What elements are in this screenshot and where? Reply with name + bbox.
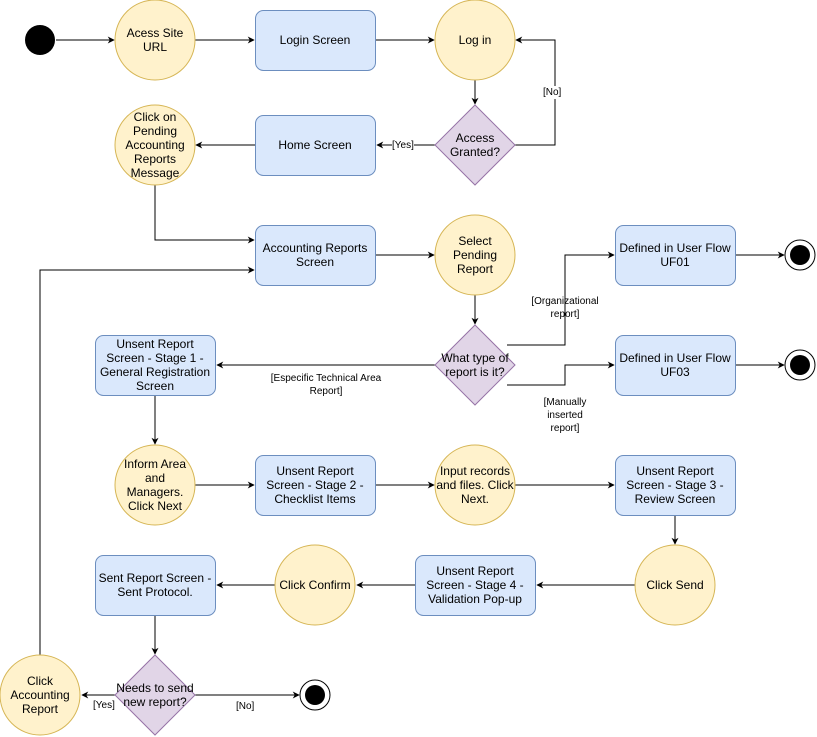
inform-area-label: Inform Area and Managers. Click Next (123, 457, 187, 513)
action-nodes (0, 0, 716, 736)
edge-label-no-access: [No] (543, 86, 562, 99)
edge-label-yes-new: [Yes] (93, 700, 115, 711)
unsent-stage1-label: Unsent Report Screen - Stage 1 - General… (99, 337, 211, 393)
accounting-reports-screen-box (255, 225, 376, 286)
needs-new-report-diamond (114, 654, 196, 736)
click-confirm-label: Click Confirm (279, 578, 351, 592)
home-screen-label: Home Screen (278, 138, 352, 152)
edge-report-type-to-uf03 (507, 361, 615, 386)
login-screen-box (255, 10, 376, 71)
end-node-no-new-report (299, 679, 331, 711)
edges (39, 36, 785, 699)
sent-report-screen-box (95, 555, 216, 616)
log-in-label: Log in (458, 33, 492, 47)
click-send-node (634, 544, 716, 626)
click-accounting-report-node (0, 654, 81, 736)
edge-report-type-to-uf01 (507, 251, 615, 346)
acess-site-url-node (114, 0, 196, 81)
unsent-stage2-label: Unsent Report Screen - Stage 2 - Checkli… (266, 464, 364, 506)
end-node-uf01 (784, 239, 816, 271)
acess-site-url-label: Acess Site URL (126, 26, 184, 54)
defined-uf01-label: Defined in User Flow UF01 (619, 241, 731, 269)
click-confirm-node (274, 544, 356, 626)
input-records-label: Input records and files. Click Next. (436, 464, 514, 506)
home-screen-box (255, 115, 376, 176)
click-pending-message-label: Click on Pending Accounting Reports Mess… (125, 110, 185, 180)
unsent-stage3-label: Unsent Report Screen - Stage 3 - Review … (626, 464, 724, 506)
select-pending-report-node (434, 214, 516, 296)
input-records-node (434, 444, 516, 526)
report-type-label: What type of report is it? (441, 351, 509, 379)
edge-label-organizational: [Organizational report] (531, 296, 599, 320)
report-type-diamond (434, 324, 516, 406)
end-node-uf03 (784, 349, 816, 381)
login-screen-label: Login Screen (279, 33, 351, 47)
unsent-stage2-box (255, 455, 376, 516)
edge-label-manually: [Manually inserted report] (543, 397, 587, 434)
defined-uf03-box (615, 335, 736, 396)
edge-click-accounting-to-accounting-reports (39, 266, 255, 655)
defined-uf03-label: Defined in User Flow UF03 (619, 351, 731, 379)
start-node (25, 25, 55, 55)
edge-label-yes-access: [Yes] (392, 139, 414, 152)
inform-area-node (114, 444, 196, 526)
unsent-stage3-box (615, 455, 736, 516)
log-in-node (434, 0, 516, 81)
process-nodes (95, 10, 736, 616)
edge-label-especific: [Especific Technical Area Report] (270, 373, 382, 397)
click-pending-message-node (114, 104, 196, 186)
unsent-stage4-box (415, 555, 536, 616)
defined-uf01-box (615, 225, 736, 286)
edge-click-pending-to-accounting-reports (154, 185, 255, 244)
needs-new-report-label: Needs to send new report? (116, 681, 194, 709)
decision-nodes (114, 104, 516, 736)
select-pending-report-label: Select Pending Report (452, 234, 498, 276)
click-send-label: Click Send (646, 578, 704, 592)
edge-label-no-new: [No] (236, 701, 255, 712)
sent-report-screen-label: Sent Report Screen - Sent Protocol. (98, 571, 212, 599)
unsent-stage4-label: Unsent Report Screen - Stage 4 - Validat… (426, 564, 524, 606)
click-accounting-report-label: Click Accounting Report (10, 674, 70, 716)
unsent-stage1-box (95, 335, 216, 396)
access-granted-label: Access Granted? (449, 131, 501, 159)
access-granted-diamond (434, 104, 516, 186)
accounting-reports-screen-label: Accounting Reports Screen (262, 241, 368, 269)
